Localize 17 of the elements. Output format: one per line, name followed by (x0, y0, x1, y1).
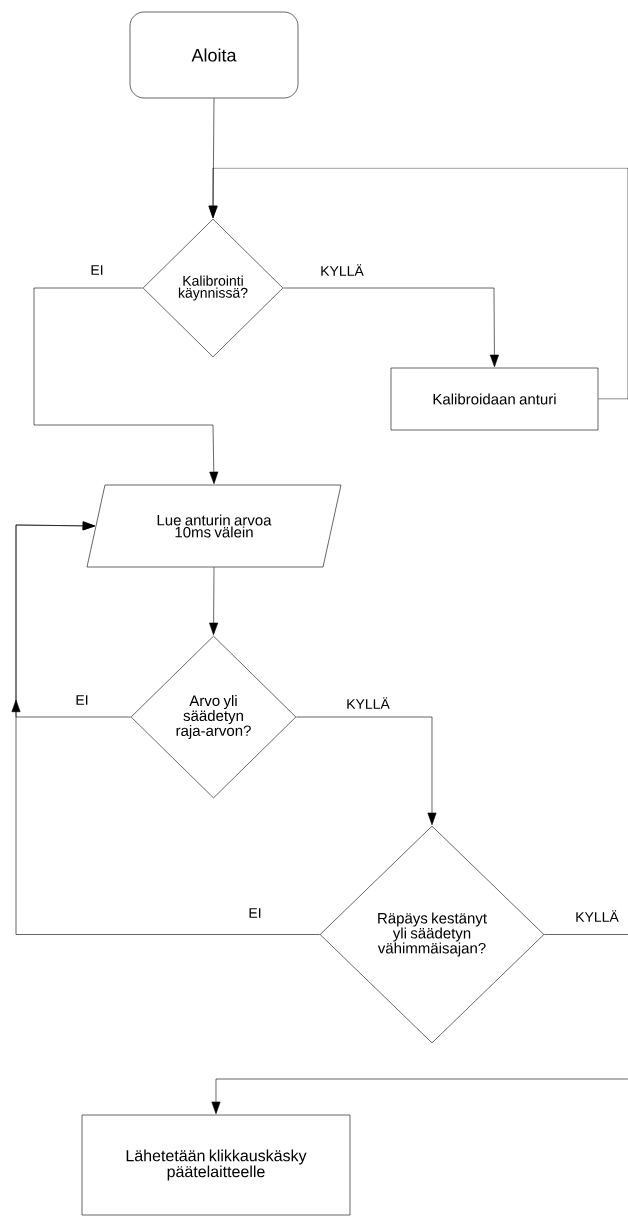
arrow (283, 287, 499, 368)
edge-label: EI (76, 695, 88, 705)
arrow (208, 167, 628, 400)
input-parallelogram: Lue anturin arvoa 10ms välein (86, 484, 342, 568)
edge-label: EI (249, 908, 261, 918)
edge-label: KYLLÄ (347, 697, 390, 709)
edge-label: KYLLÄ (321, 264, 364, 276)
process-box: Kalibroidaan anturi (390, 367, 599, 431)
start-box: Aloita (129, 11, 299, 99)
process-box: Lähetetään klikkauskäsky päätelaitteelle (81, 1114, 351, 1216)
edge-label: EI (91, 265, 103, 275)
arrow (11, 521, 320, 935)
arrow (296, 716, 437, 826)
arrow (209, 567, 219, 636)
edge-label: KYLLÄ (576, 910, 619, 922)
arrow (211, 1078, 628, 1115)
arrow (33, 287, 219, 485)
